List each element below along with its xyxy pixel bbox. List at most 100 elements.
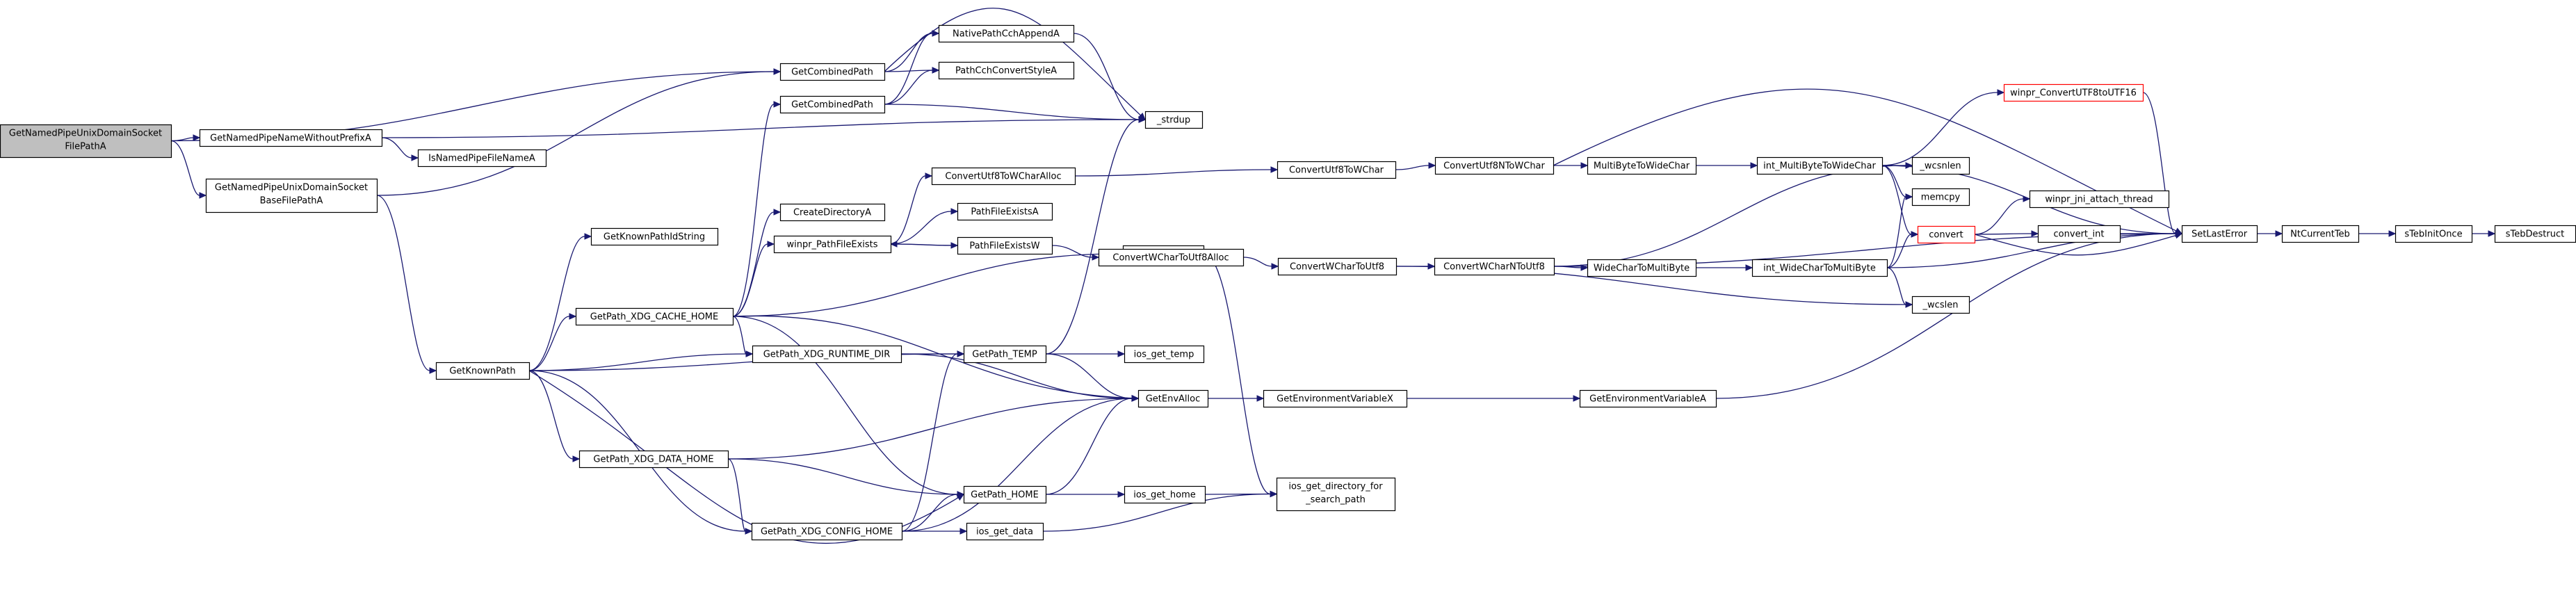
node-cu8w[interactable]: ConvertUtf8ToWChar bbox=[1277, 161, 1397, 179]
node-label: ConvertUtf8ToWCharAlloc bbox=[945, 172, 1061, 182]
node-box bbox=[1756, 156, 1884, 175]
edge-line bbox=[732, 316, 747, 355]
arrow-head-icon bbox=[957, 350, 965, 357]
node-gcp2[interactable]: GetCombinedPath bbox=[779, 95, 886, 114]
node-label: GetNamedPipeUnixDomainSocket bbox=[215, 183, 368, 193]
node-strdup[interactable]: _strdup bbox=[1144, 111, 1204, 129]
node-label: GetNamedPipeNameWithoutPrefixA bbox=[210, 133, 371, 144]
arrow-head-icon bbox=[1117, 491, 1126, 498]
node-imbtwc[interactable]: int_MultiByteToWideChar bbox=[1756, 156, 1884, 175]
node-box bbox=[966, 522, 1044, 541]
node-cda[interactable]: CreateDirectoryA bbox=[779, 203, 886, 222]
edge-line bbox=[1881, 165, 1912, 235]
node-iosdata[interactable]: ios_get_data bbox=[966, 522, 1044, 541]
node-gcp1[interactable]: GetCombinedPath bbox=[779, 63, 886, 81]
node-wctmb[interactable]: WideCharToMultiByte bbox=[1587, 259, 1697, 277]
arrow-head-icon bbox=[1270, 166, 1279, 173]
edge-line bbox=[884, 70, 933, 105]
node-cwcn8[interactable]: ConvertWCharNToUtf8 bbox=[1434, 257, 1555, 276]
node-cwc8a[interactable]: ConvertWCharToUtf8Alloc bbox=[1098, 248, 1245, 267]
edge-line bbox=[1051, 245, 1093, 258]
edge-gnpbase-to-gkp bbox=[376, 195, 437, 374]
node-box bbox=[1587, 156, 1697, 175]
node-label: GetPath_XDG_CONFIG_HOME bbox=[761, 527, 893, 537]
node-convint[interactable]: convert_int bbox=[2037, 225, 2121, 243]
node-box bbox=[1144, 111, 1204, 129]
node-xdata[interactable]: GetPath_XDG_DATA_HOME bbox=[578, 450, 729, 469]
edge-line bbox=[900, 353, 1133, 399]
edge-xcache-to-cda bbox=[732, 209, 781, 317]
node-stebd[interactable]: sTebDestruct bbox=[2494, 225, 2576, 243]
node-label: convert_int bbox=[2054, 229, 2105, 240]
edge-line bbox=[2142, 92, 2176, 234]
node-cu8wa[interactable]: ConvertUtf8ToWCharAlloc bbox=[931, 167, 1076, 186]
edge-ptemp-to-strdup bbox=[1045, 116, 1147, 355]
node-gnpwp[interactable]: GetNamedPipeNameWithoutPrefixA bbox=[199, 129, 383, 147]
edge-xcache-to-phome bbox=[732, 316, 965, 498]
edge-line bbox=[732, 243, 768, 317]
node-box bbox=[1276, 477, 1396, 512]
node-pccs[interactable]: PathCchConvertStyleA bbox=[938, 61, 1075, 80]
node-box bbox=[2281, 225, 2360, 243]
node-label: CreateDirectoryA bbox=[793, 208, 871, 218]
node-wpfe[interactable]: winpr_PathFileExists bbox=[773, 235, 892, 254]
edge-cu8nw-to-mbtwc bbox=[1553, 162, 1589, 169]
edge-xcache-to-wpfe bbox=[732, 241, 775, 317]
node-gkpis[interactable]: GetKnownPathIdString bbox=[590, 227, 719, 246]
edge-line bbox=[528, 353, 747, 371]
node-label: ConvertWCharToUtf8Alloc bbox=[1112, 253, 1229, 264]
node-box bbox=[1587, 259, 1697, 277]
edge-line bbox=[376, 71, 775, 196]
node-iostemp[interactable]: ios_get_temp bbox=[1124, 345, 1205, 364]
node-wcsnlen[interactable]: _wcsnlen bbox=[1911, 156, 1970, 175]
node-wcu816[interactable]: winpr_ConvertUTF8toUTF16 bbox=[2003, 83, 2144, 102]
node-ptemp[interactable]: GetPath_TEMP bbox=[963, 345, 1047, 364]
node-sle[interactable]: SetLastError bbox=[2181, 225, 2258, 243]
edge-wcu816-to-sle bbox=[2142, 92, 2183, 237]
node-geva[interactable]: GetEnvironmentVariableA bbox=[1579, 389, 1717, 408]
node-pfew[interactable]: PathFileExistsW bbox=[957, 236, 1053, 255]
arrow-head-icon bbox=[2388, 230, 2397, 237]
edge-line bbox=[170, 137, 194, 142]
arrow-head-icon bbox=[411, 154, 419, 161]
node-wcslen[interactable]: _wcslen bbox=[1911, 296, 1970, 314]
node-gnpbase[interactable]: GetNamedPipeUnixDomainSocketBaseFilePath… bbox=[205, 178, 378, 213]
node-box bbox=[1277, 161, 1397, 179]
node-pfea[interactable]: PathFileExistsA bbox=[957, 202, 1053, 221]
edge-pfew-to-cwc8a bbox=[1051, 245, 1100, 261]
node-label: BaseFilePathA bbox=[260, 196, 323, 207]
node-xruntime[interactable]: GetPath_XDG_RUNTIME_DIR bbox=[752, 345, 902, 364]
node-box bbox=[0, 124, 172, 159]
edge-line bbox=[884, 33, 933, 72]
edge-gnpbase-to-gcp1 bbox=[376, 68, 781, 196]
arrow-head-icon bbox=[932, 30, 940, 37]
node-ntct[interactable]: NtCurrentTeb bbox=[2281, 225, 2360, 243]
node-memcpy[interactable]: memcpy bbox=[1911, 188, 1970, 207]
arrow-head-icon bbox=[569, 313, 577, 320]
node-mbtwc[interactable]: MultiByteToWideChar bbox=[1587, 156, 1697, 175]
node-gea[interactable]: GetEnvAlloc bbox=[1137, 389, 1209, 408]
node-ioshome[interactable]: ios_get_home bbox=[1124, 485, 1206, 504]
node-cwc8[interactable]: ConvertWCharToUtf8 bbox=[1277, 257, 1398, 276]
node-label: sTebInitOnce bbox=[2404, 229, 2462, 240]
edge-cu8wa-to-cu8w bbox=[1074, 166, 1279, 177]
node-steb[interactable]: sTebInitOnce bbox=[2395, 225, 2473, 243]
node-xcache[interactable]: GetPath_XDG_CACHE_HOME bbox=[575, 307, 734, 326]
node-wjat[interactable]: winpr_jni_attach_thread bbox=[2029, 190, 2170, 209]
node-phome[interactable]: GetPath_HOME bbox=[963, 485, 1047, 504]
node-iwctmb[interactable]: int_WideCharToMultiByte bbox=[1751, 259, 1888, 277]
node-convert[interactable]: convert bbox=[1917, 225, 1976, 244]
node-iosdir[interactable]: ios_get_directory_for_search_path bbox=[1276, 477, 1396, 512]
arrow-head-icon bbox=[2275, 230, 2283, 237]
edge-line bbox=[1395, 165, 1429, 170]
node-xconfig[interactable]: GetPath_XDG_CONFIG_HOME bbox=[751, 522, 903, 541]
node-isnp[interactable]: IsNamedPipeFileNameA bbox=[417, 149, 547, 168]
node-gevx[interactable]: GetEnvironmentVariableX bbox=[1263, 389, 1408, 408]
arrow-head-icon bbox=[572, 455, 581, 462]
node-cu8nw[interactable]: ConvertUtf8NToWChar bbox=[1434, 156, 1555, 175]
node-gkp[interactable]: GetKnownPath bbox=[435, 362, 530, 380]
node-box bbox=[938, 24, 1075, 43]
edge-layer bbox=[170, 8, 2496, 544]
node-npca[interactable]: NativePathCchAppendA bbox=[938, 24, 1075, 43]
